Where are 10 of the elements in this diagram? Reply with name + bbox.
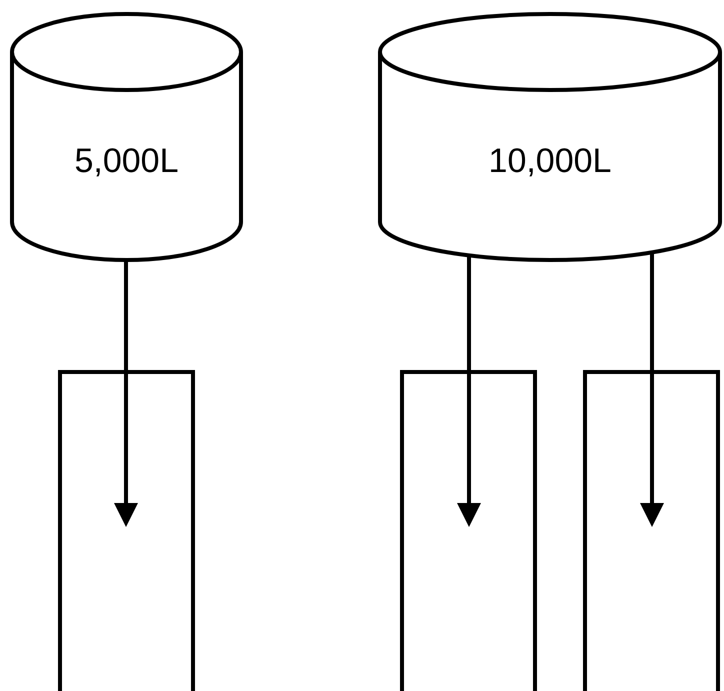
arrow (457, 255, 481, 527)
open-box (583, 370, 720, 691)
open-box (400, 370, 537, 691)
arrow (114, 260, 138, 527)
volume-label: 5,000L (74, 142, 180, 181)
volume-label: 10,000L (488, 142, 612, 181)
arrow (640, 252, 664, 527)
open-box (58, 370, 195, 691)
tank-cylinder (10, 12, 243, 262)
tank-cylinder (378, 12, 722, 262)
